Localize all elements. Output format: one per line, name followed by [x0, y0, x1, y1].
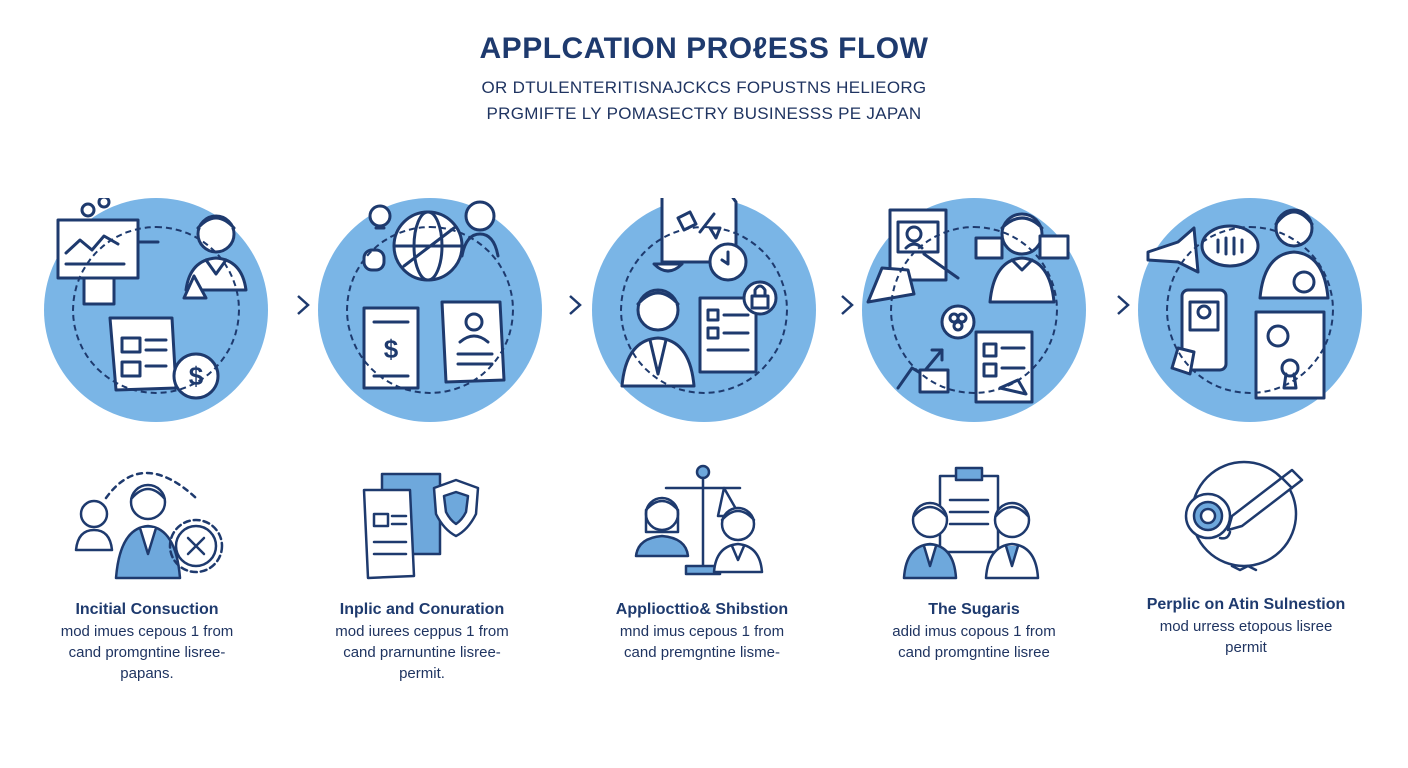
scales-people-icon [634, 464, 764, 576]
chevron-right-icon [297, 295, 310, 315]
phone-id-icon [1170, 288, 1228, 376]
step-5-title: Perplic on Atin Sulnestion [1146, 596, 1346, 613]
id-card-icon [866, 208, 960, 304]
certificate-icon [652, 198, 738, 273]
page-subtitle-line1: OR DTULENTERITISNAJCKCS FOPUSTNS HELIEOR… [481, 78, 927, 97]
seal-pen-icon [1184, 460, 1304, 572]
step-1-desc-line: mod imues cepous 1 from [60, 623, 234, 640]
step-2-circle: $ [318, 198, 542, 422]
documents-shield-icon [362, 472, 480, 580]
step-2-desc-line: permit. [399, 665, 445, 682]
step-5-description: mod urress etopous lisree permit [1126, 616, 1366, 658]
consultant-icon [182, 214, 248, 300]
step-1-desc-line: cand promgntine lisree- [68, 644, 226, 661]
step-2-title: Inplic and Conuration [339, 601, 505, 618]
step-4-desc-line: adid imus copous 1 from [892, 623, 1056, 640]
step-3-desc-line: cand premgntine lisme- [624, 644, 780, 661]
step-2-desc-line: cand prarnuntine lisree- [343, 644, 501, 661]
officer-icon [1258, 208, 1330, 300]
step-4-description: adid imus copous 1 from cand promgntine … [854, 621, 1094, 663]
step-4-desc-line: cand promgntine lisree [898, 644, 1050, 661]
form-icon [698, 296, 758, 374]
step-4-circle [862, 198, 1086, 422]
step-2-description: mod iurees ceppus 1 from cand prarnuntin… [302, 621, 542, 684]
svg-text:$: $ [384, 334, 399, 364]
growth-chart-icon [896, 348, 950, 394]
step-5-circle [1138, 198, 1362, 422]
document-icon [108, 316, 178, 392]
clock-icon [708, 242, 748, 282]
financial-document-icon: $ [362, 306, 420, 390]
step-1-description: mod imues cepous 1 from cand promgntine … [27, 621, 267, 684]
step-3-desc-line: mnd imus cepous 1 from [619, 623, 785, 640]
team-badge-icon [940, 304, 976, 340]
report-icon [974, 330, 1034, 404]
globe-icon [392, 210, 464, 282]
speech-bubble-icon [1200, 224, 1260, 268]
step-3-description: mnd imus cepous 1 from cand premgntine l… [582, 621, 822, 663]
megaphone-icon [1146, 226, 1200, 274]
step-1-title: Incitial Consuction [75, 601, 219, 618]
step-2-desc-line: mod iurees ceppus 1 from [335, 623, 509, 640]
step-3-circle [592, 198, 816, 422]
lock-icon [742, 280, 778, 316]
svg-text:$: $ [189, 361, 204, 391]
profile-document-icon [440, 300, 506, 384]
step-1-desc-line: papans. [120, 665, 174, 682]
step-4-title: The Sugaris [928, 601, 1020, 618]
clipboard-people-icon [902, 466, 1040, 580]
chevron-right-icon [841, 295, 854, 315]
page-subtitle-line2: PRGMIFTE LY POMASECTRY BUSINESSS PE JAPA… [486, 104, 922, 123]
businessman-icon [620, 288, 696, 388]
chevron-right-icon [569, 295, 582, 315]
lightbulb-icon [362, 204, 392, 272]
keyhole-certificate-icon [1254, 310, 1326, 400]
step-1-circle: $ [44, 198, 268, 422]
step-3-title: Appliocttio& Shibstion [615, 601, 789, 618]
step-5-desc-line: permit [1225, 639, 1267, 656]
person-icon [460, 200, 500, 258]
step-5-desc-line: mod urress etopous lisree [1159, 618, 1333, 635]
consultation-gear-icon [74, 471, 224, 580]
page-title: APPLCATION PROℓESS FLOW [479, 32, 929, 65]
chevron-right-icon [1117, 295, 1130, 315]
chart-board-icon [56, 198, 160, 306]
dollar-coin-icon: $ [172, 352, 220, 400]
